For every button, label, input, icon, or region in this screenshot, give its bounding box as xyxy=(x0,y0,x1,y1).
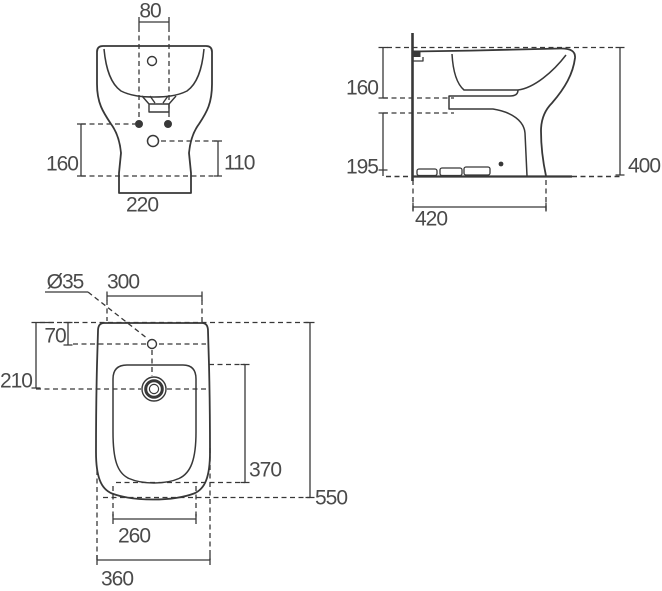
front-fixing-hole-right xyxy=(164,120,172,128)
plan-dim-300 xyxy=(106,291,203,322)
side-drain-dot xyxy=(498,161,504,167)
side-bowl-underside xyxy=(448,89,528,177)
dim-label-plan-overall-length: 550 xyxy=(315,486,348,510)
dim-label-plan-bowl-length: 370 xyxy=(249,458,282,482)
dim-label-plan-overall-width: 360 xyxy=(100,567,134,591)
dim-label-plan-drain-offset: 210 xyxy=(0,369,33,393)
front-bidet-outline xyxy=(96,45,213,194)
front-drain-cup xyxy=(141,95,177,113)
dim-label-plan-bowl-width: 260 xyxy=(117,524,151,548)
plan-inner-bowl xyxy=(112,364,197,484)
plan-bidet-outline xyxy=(95,322,211,501)
dim-label-plan-tap-offset: 70 xyxy=(44,324,66,348)
side-dim-160-195-400 xyxy=(378,46,625,176)
dim-label-side-overall-depth: 420 xyxy=(414,207,448,231)
front-water-inlet xyxy=(146,134,160,148)
side-fixing-bracket xyxy=(413,50,421,57)
plan-drain xyxy=(141,376,167,402)
front-dim-160-110 xyxy=(77,123,222,177)
front-view-drawing xyxy=(77,17,222,194)
side-bidet-outline xyxy=(412,47,576,177)
plan-view-drawing xyxy=(31,291,315,565)
side-dim-420 xyxy=(412,180,547,212)
plan-dim-360 xyxy=(96,448,211,565)
dim-label-side-lower-height: 195 xyxy=(345,155,379,179)
plan-dim-260 xyxy=(112,486,197,524)
dim-label-plan-tap-hole: Ø35 xyxy=(46,270,85,294)
front-dim-80 xyxy=(138,17,170,119)
side-inner-bowl xyxy=(451,53,567,91)
side-foot-pads xyxy=(416,166,491,177)
dim-label-front-base-width: 220 xyxy=(125,193,159,217)
dim-label-front-hole-spacing: 80 xyxy=(139,0,161,23)
front-inner-bowl xyxy=(103,48,205,98)
dim-label-plan-width-at-tap: 300 xyxy=(106,270,140,294)
dim-label-front-height-inlet: 110 xyxy=(224,151,256,175)
plan-tap-leader xyxy=(45,291,149,340)
dim-label-side-overall-height: 400 xyxy=(628,154,661,178)
side-fixing-step xyxy=(413,57,424,62)
dim-label-side-top-to-bowl: 160 xyxy=(345,76,379,100)
dim-label-front-height-holes: 160 xyxy=(45,152,79,176)
front-fixing-hole-left xyxy=(135,120,143,128)
plan-dim-370 xyxy=(116,363,250,484)
front-overflow-hole xyxy=(146,55,158,67)
plan-tap-hole xyxy=(146,338,158,350)
side-view-drawing xyxy=(378,33,625,212)
plan-centerlines xyxy=(36,343,206,390)
plan-dim-550 xyxy=(40,321,315,499)
